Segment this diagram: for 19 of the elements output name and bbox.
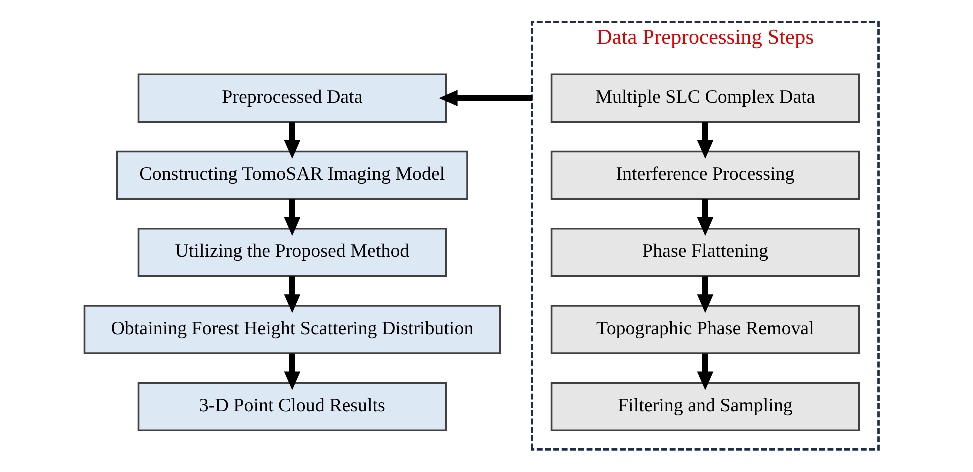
arrow [697,122,714,159]
arrow [697,354,714,390]
node-box: Preprocessed Data [138,74,448,123]
node-box: 3-D Point Cloud Results [138,382,448,432]
node-box: Phase Flattening [550,228,860,278]
node-box: Obtaining Forest Height Scattering Distribution [84,305,502,354]
node-box: Utilizing the Proposed Method [138,228,448,278]
node-box: Constructing TomoSAR Imaging Model [116,150,468,200]
arrow [284,276,301,314]
arrow [284,200,301,236]
arrow [284,354,301,390]
node-box: Interference Processing [550,150,860,200]
arrow [284,122,301,159]
node-box: Filtering and Sampling [550,382,860,432]
arrow [439,90,532,106]
arrow [697,200,714,236]
node-box: Multiple SLC Complex Data [550,74,860,123]
node-box: Topographic Phase Removal [550,305,860,354]
arrow [697,276,714,314]
